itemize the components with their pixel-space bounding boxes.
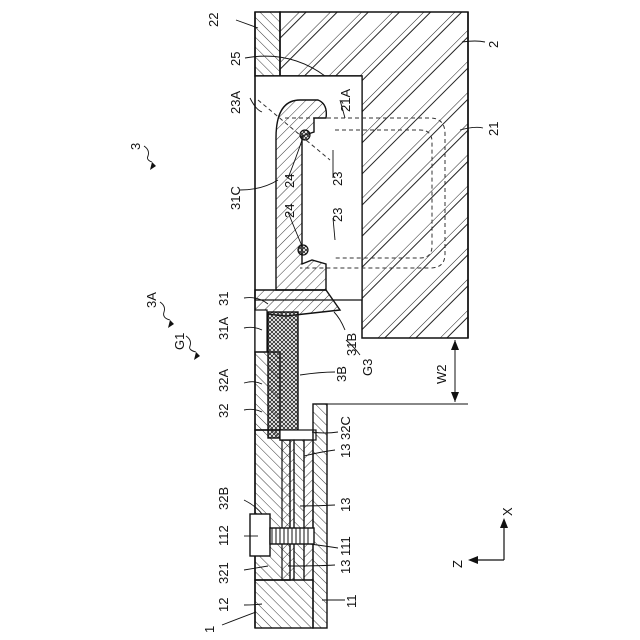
label-32: 32 — [216, 404, 231, 418]
label-W2: W2 — [434, 365, 449, 385]
label-32B: 32B — [216, 487, 231, 510]
label-25: 25 — [228, 52, 243, 66]
label-21: 21 — [486, 122, 501, 136]
label-111: 111 — [338, 536, 353, 556]
wavy-leader-G1 — [186, 336, 196, 352]
label-24b: 24 — [282, 204, 297, 218]
seal-tip-32C — [280, 430, 316, 440]
screw-head — [250, 514, 270, 556]
label-31C: 31C — [228, 186, 243, 210]
layer-stack-13 — [282, 440, 313, 580]
plate-12 — [255, 580, 313, 628]
label-112: 112 — [216, 525, 231, 546]
o-ring-24-lower — [298, 245, 308, 255]
label-31: 31 — [216, 292, 231, 306]
label-1: 1 — [202, 626, 217, 633]
label-23a: 23 — [330, 172, 345, 186]
wavy-leader-3A — [160, 302, 170, 320]
w2-arrow-top — [451, 340, 459, 350]
label-21A: 21A — [338, 89, 353, 112]
leader-31B — [334, 312, 345, 330]
label-13c: 13 — [338, 560, 353, 574]
label-32C: 32C — [338, 416, 353, 440]
label-31A: 31A — [216, 317, 231, 340]
label-321: 321 — [216, 562, 231, 584]
label-12: 12 — [216, 598, 231, 612]
label-G1: G1 — [172, 333, 187, 350]
label-22: 22 — [206, 13, 221, 27]
plate-11 — [313, 404, 327, 628]
w2-arrow-bottom — [451, 392, 459, 402]
axis-label-x: X — [500, 507, 515, 516]
leader-2 — [462, 41, 485, 42]
plate-22 — [255, 12, 280, 76]
wavy-leader-3 — [144, 146, 152, 162]
label-24a: 24 — [282, 174, 297, 188]
label-G3: G3 — [360, 359, 375, 376]
arrowhead-G1 — [194, 352, 200, 360]
label-3B: 3B — [334, 366, 349, 382]
axis-label-z: Z — [450, 560, 465, 568]
label-11: 11 — [344, 595, 359, 609]
label-23b: 23 — [330, 208, 345, 222]
label-23A: 23A — [228, 91, 243, 114]
leader-1 — [222, 612, 256, 625]
o-ring-24-upper — [300, 130, 310, 140]
layer-13-b — [294, 440, 304, 580]
layer-13-a — [282, 440, 294, 580]
seal-3B — [268, 312, 298, 438]
label-32A: 32A — [216, 369, 231, 392]
z-axis-arrow — [468, 556, 478, 564]
label-13b: 13 — [338, 498, 353, 512]
label-3A: 3A — [144, 292, 159, 308]
label-13a: 13 — [338, 444, 353, 458]
label-31B: 31B — [344, 333, 359, 356]
label-2: 2 — [486, 41, 501, 48]
arrowhead-3 — [150, 162, 156, 170]
leader-3B — [300, 372, 335, 375]
arrowhead-3A — [168, 320, 174, 328]
label-3: 3 — [128, 143, 143, 150]
wall-31A — [255, 310, 267, 352]
axes-indicator — [468, 518, 508, 564]
x-axis-arrow — [500, 518, 508, 528]
layer-13-c — [304, 440, 313, 580]
